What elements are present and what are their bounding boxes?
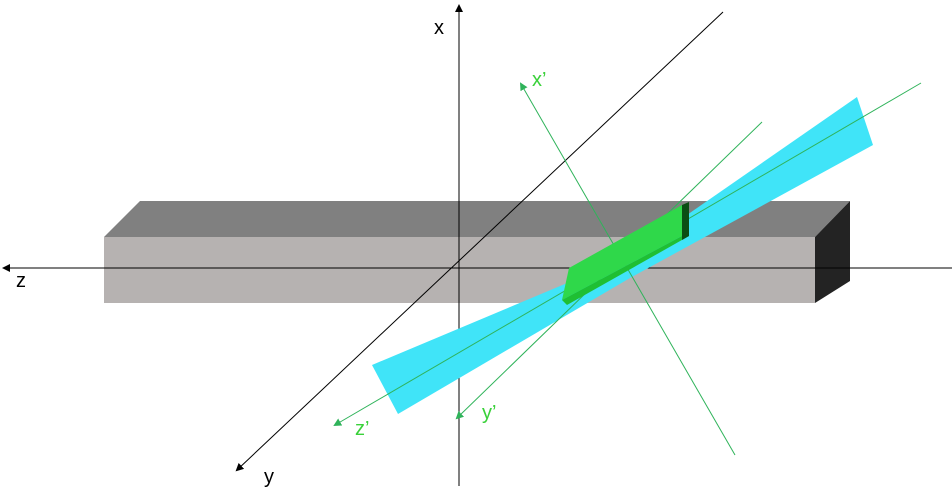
x-prime-label: x’ — [532, 69, 546, 91]
y-axis — [235, 11, 724, 472]
z-prime-label: z’ — [355, 418, 369, 440]
bar-end-face — [815, 201, 850, 303]
z-axis-label: z — [16, 270, 26, 292]
x-axis-label: x — [434, 17, 444, 39]
crystal-right-edge — [682, 202, 689, 240]
crystal-bottom-face — [562, 236, 689, 305]
crystal-top-face — [562, 205, 682, 300]
y-prime-label: y’ — [482, 402, 496, 424]
y-axis-label: y — [264, 466, 274, 488]
green-crystal — [562, 202, 689, 305]
